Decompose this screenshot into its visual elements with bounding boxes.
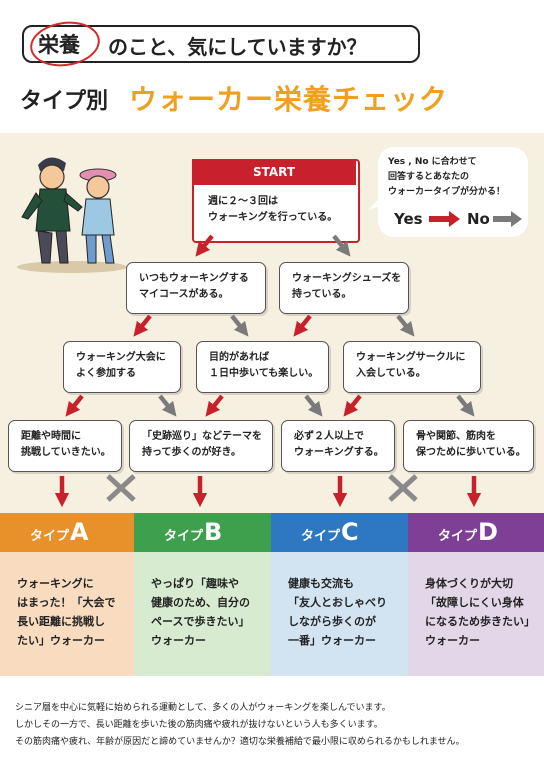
question-box-my-course: いつもウォーキングする マイコースがある。: [126, 262, 266, 314]
yes-arrow-icon: [429, 211, 460, 227]
question-box-walking-shoes: ウォーキングシューズを 持っている。: [279, 262, 409, 314]
question-box-bones-muscles: 骨や関節、筋肉を 保つために歩いている。: [403, 420, 534, 472]
arrow-shoes-no: [396, 314, 415, 337]
question-box-walking-circle: ウォーキングサークルに 入会している。: [343, 341, 481, 393]
arrow-start-no: [332, 234, 351, 257]
page-title: ウォーカー栄養チェック: [129, 83, 449, 116]
question-box-walk-together: 必ず２人以上で ウォーキングする。: [281, 420, 395, 472]
arrow-start-yes: [195, 234, 214, 257]
no-branch-cross-marks: [106, 474, 418, 502]
type-c-header: タイプ C: [271, 513, 408, 552]
type-a-header: タイプ A: [0, 513, 134, 552]
arrow-course-yes: [133, 314, 152, 337]
arrow-circle-yes: [343, 394, 362, 417]
type-d-description: 身体づくりが大切 「故障しにくい身体 になるため歩きたい」 ウォーカー: [408, 552, 544, 676]
type-d-header: タイプ D: [408, 513, 544, 552]
instruction-text: Yes , No に合わせて 回答するとあなたの ウォーカータイプが分かる！: [388, 157, 506, 197]
question-box-historic-sites: 「史跡巡り」などテーマを 持って歩くのが好き。: [129, 420, 273, 472]
question-text: のこと、気にしていますか？: [108, 35, 367, 59]
type-b-description: やっぱり「趣味や 健康のため、自分の ペースで歩きたい」 ウォーカー: [134, 552, 271, 676]
type-b-header: タイプ B: [134, 513, 271, 552]
type-c-description: 健康も交流も 「友人とおしゃべり しながら歩くのが 一番」ウォーカー: [271, 552, 408, 676]
question-box-distance-challenge: 距離や時間に 挑戦していきたい。: [8, 420, 122, 472]
arrow-course-no: [230, 314, 249, 337]
start-question-text: 週に２〜３回は ウォーキングを行っている。: [208, 196, 338, 223]
walking-couple-illustration: [17, 157, 127, 273]
arrow-circle-no: [456, 394, 475, 417]
question-keyword: 栄養: [38, 33, 80, 57]
type-a-description: ウォーキングに はまった！「大会で 長い距離に挑戦し たい」ウォーカー: [0, 552, 134, 676]
arrow-event-no: [158, 394, 177, 417]
title-prefix: タイプ別: [20, 89, 109, 114]
question-box-purpose: 目的があれば １日中歩いても楽しい。: [196, 341, 329, 393]
no-legend-label: No: [467, 210, 490, 228]
arrow-shoes-yes: [293, 314, 312, 337]
start-label: START: [192, 159, 356, 185]
arrow-purpose-no: [304, 394, 323, 417]
yes-legend-label: Yes: [394, 210, 423, 228]
arrow-event-yes: [65, 394, 84, 417]
arrow-purpose-yes: [205, 394, 224, 417]
footer-text: シニア層を中心に気軽に始められる運動として、多くの人がウォーキングを楽しんでいま…: [15, 703, 465, 747]
question-banner: [22, 25, 420, 63]
bubble-tail: [368, 192, 386, 210]
question-box-walking-event: ウォーキング大会に よく参加する: [63, 341, 181, 393]
no-arrow-icon: [493, 211, 522, 227]
